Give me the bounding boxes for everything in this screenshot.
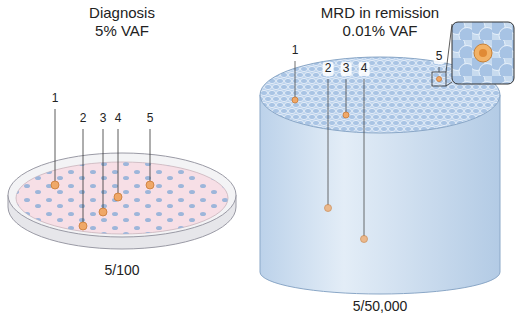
callout-number: 1 — [50, 92, 61, 106]
callout-number: 3 — [341, 62, 352, 76]
callout-number: 3 — [98, 112, 109, 126]
callout-number: 5 — [145, 112, 156, 126]
vaf-value: 5% VAF — [95, 22, 149, 39]
callout-number: 5 — [434, 50, 445, 64]
fraction-label: 5/100 — [104, 262, 139, 278]
callout-number: 4 — [359, 62, 370, 76]
vaf-value: 0.01% VAF — [343, 22, 418, 39]
callout-number: 2 — [323, 62, 334, 76]
panel-title: MRD in remission — [321, 4, 439, 21]
panel-title: Diagnosis — [89, 4, 155, 21]
fraction-label: 5/50,000 — [353, 298, 408, 314]
callout-number: 2 — [78, 112, 89, 126]
callout-number: 4 — [113, 112, 124, 126]
callout-number: 1 — [290, 44, 301, 58]
